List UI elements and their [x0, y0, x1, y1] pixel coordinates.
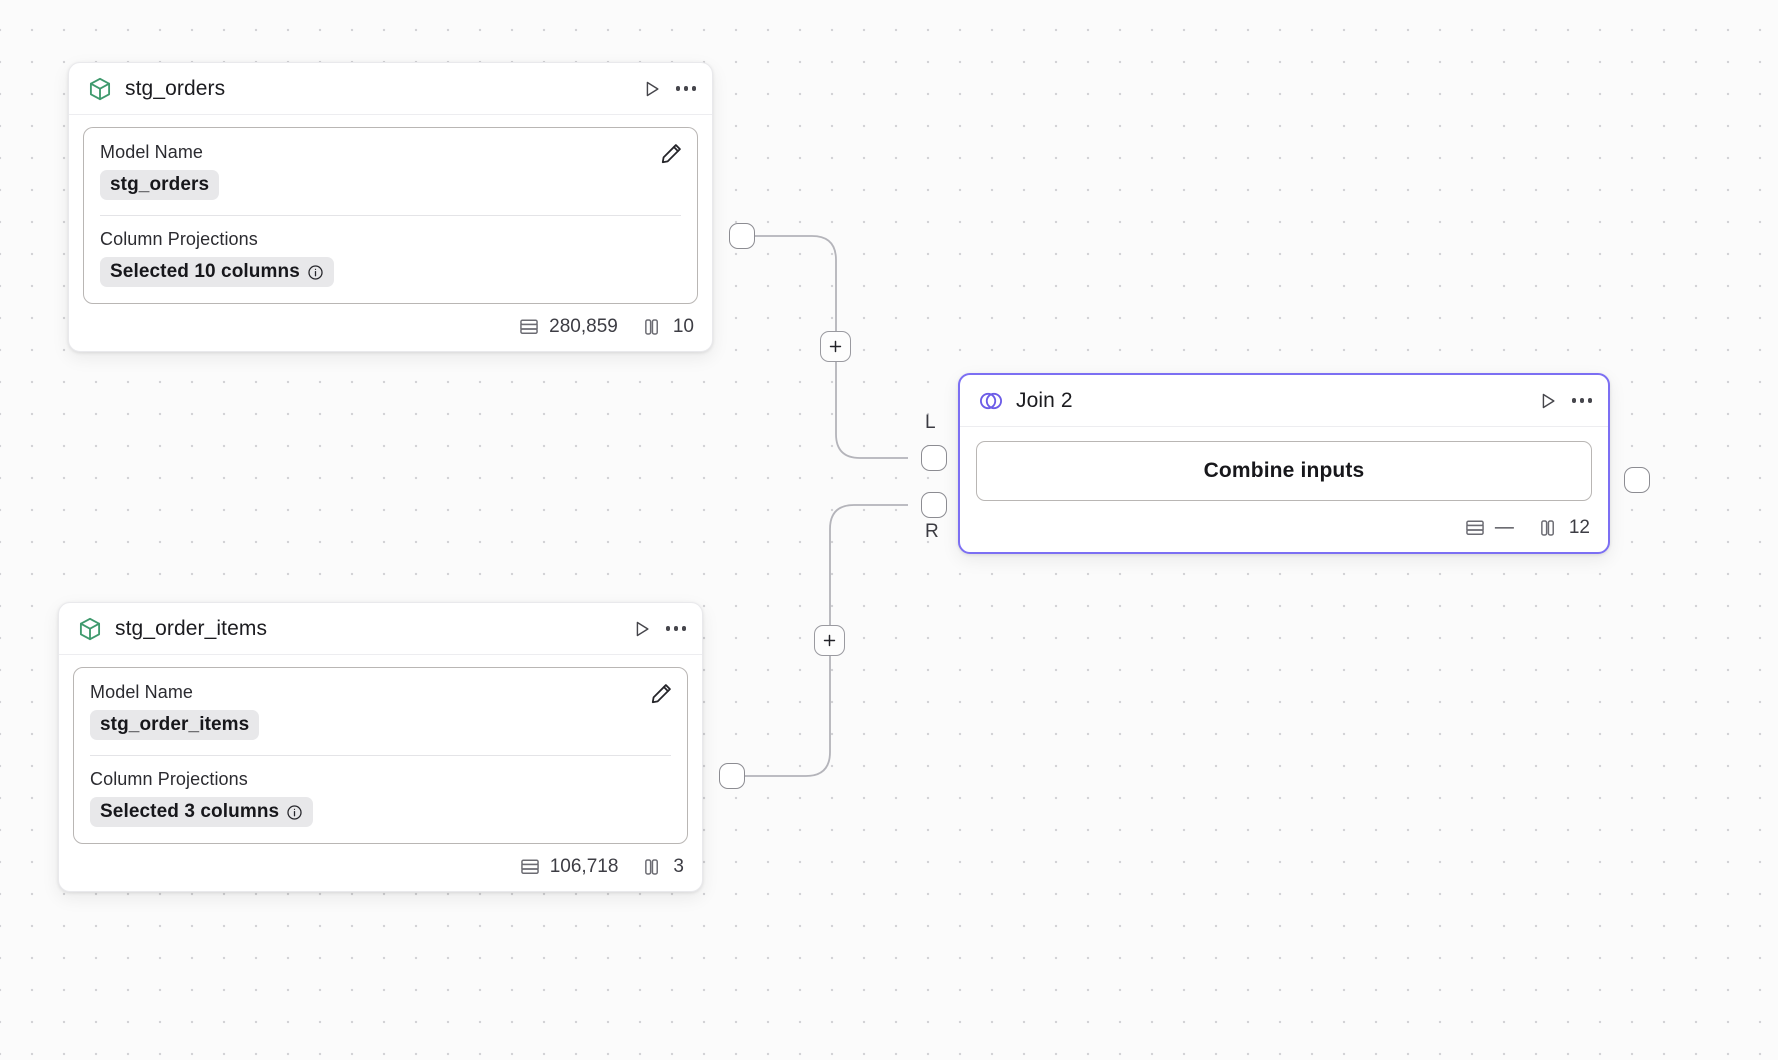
column-count-stat: 3	[642, 856, 684, 878]
run-icon[interactable]	[632, 619, 652, 639]
column-projections-chip[interactable]: Selected 10 columns	[100, 257, 334, 287]
row-count-stat: 106,718	[519, 856, 619, 878]
combine-inputs-button[interactable]: Combine inputs	[976, 441, 1592, 501]
cube-icon	[77, 616, 103, 642]
node-title: stg_orders	[125, 76, 226, 100]
info-icon[interactable]	[307, 264, 324, 281]
node-stg-orders[interactable]: stg_orders	[68, 62, 713, 352]
model-config-panel: Model Name stg_orders Column Projections…	[83, 127, 698, 304]
input-port-join-left[interactable]	[921, 445, 947, 471]
columns-value: 12	[1568, 517, 1590, 538]
node-title: Join 2	[1016, 388, 1073, 412]
output-port-join-2[interactable]	[1624, 467, 1650, 493]
edit-icon[interactable]	[659, 141, 684, 171]
columns-icon	[642, 316, 664, 338]
column-count-stat: 12	[1538, 517, 1590, 539]
divider	[90, 755, 671, 756]
add-node-on-edge-button-top[interactable]	[820, 331, 851, 362]
rows-value: —	[1494, 517, 1514, 538]
column-projections-value: Selected 3 columns	[100, 801, 280, 822]
node-header: Join 2	[960, 375, 1608, 427]
output-port-stg-order-items[interactable]	[719, 763, 745, 789]
more-icon[interactable]	[675, 86, 696, 91]
columns-icon	[642, 856, 664, 878]
node-header: stg_orders	[69, 63, 712, 115]
rows-value: 106,718	[549, 856, 619, 877]
node-header: stg_order_items	[59, 603, 702, 655]
column-projections-value: Selected 10 columns	[110, 261, 300, 282]
model-config-panel: Model Name stg_order_items Column Projec…	[73, 667, 688, 844]
venn-icon	[978, 388, 1004, 414]
field-label-column-projections: Column Projections	[90, 769, 248, 789]
more-icon[interactable]	[1571, 398, 1592, 403]
divider	[100, 215, 681, 216]
input-port-right-label: R	[925, 521, 939, 542]
cube-icon	[87, 76, 113, 102]
node-footer: 106,718 3	[59, 844, 702, 891]
model-name-chip[interactable]: stg_order_items	[90, 710, 260, 740]
model-name-value: stg_orders	[110, 174, 210, 195]
info-icon[interactable]	[286, 804, 303, 821]
more-icon[interactable]	[665, 626, 686, 631]
columns-icon	[1538, 517, 1560, 539]
row-count-stat: 280,859	[518, 316, 618, 338]
node-title: stg_order_items	[115, 616, 268, 640]
run-icon[interactable]	[1538, 391, 1558, 411]
model-name-chip[interactable]: stg_orders	[100, 170, 220, 200]
model-name-value: stg_order_items	[100, 714, 250, 735]
input-port-left-label: L	[925, 412, 936, 433]
edit-icon[interactable]	[649, 681, 674, 711]
add-node-on-edge-button-bottom[interactable]	[814, 625, 845, 656]
field-label-model-name: Model Name	[100, 142, 204, 162]
rows-icon	[519, 856, 541, 878]
column-count-stat: 10	[642, 316, 694, 338]
combine-inputs-label: Combine inputs	[1203, 459, 1365, 482]
row-count-stat: —	[1464, 517, 1514, 539]
node-body: Model Name stg_order_items Column Projec…	[59, 655, 702, 844]
run-icon[interactable]	[642, 79, 662, 99]
columns-value: 10	[672, 316, 694, 337]
node-join-2[interactable]: Join 2 Combine inputs	[958, 373, 1610, 554]
rows-icon	[1464, 517, 1486, 539]
node-body: Combine inputs	[960, 427, 1608, 505]
rows-value: 280,859	[549, 316, 618, 337]
column-projections-chip[interactable]: Selected 3 columns	[90, 797, 314, 827]
output-port-stg-orders[interactable]	[729, 223, 755, 249]
node-body: Model Name stg_orders Column Projections…	[69, 115, 712, 304]
rows-icon	[518, 316, 540, 338]
columns-value: 3	[673, 856, 684, 877]
field-label-model-name: Model Name	[90, 682, 194, 702]
node-footer: 280,859 10	[69, 304, 712, 351]
node-stg-order-items[interactable]: stg_order_items	[58, 602, 703, 892]
node-footer: — 12	[960, 505, 1608, 552]
field-label-column-projections: Column Projections	[100, 229, 258, 249]
input-port-join-right[interactable]	[921, 492, 947, 518]
